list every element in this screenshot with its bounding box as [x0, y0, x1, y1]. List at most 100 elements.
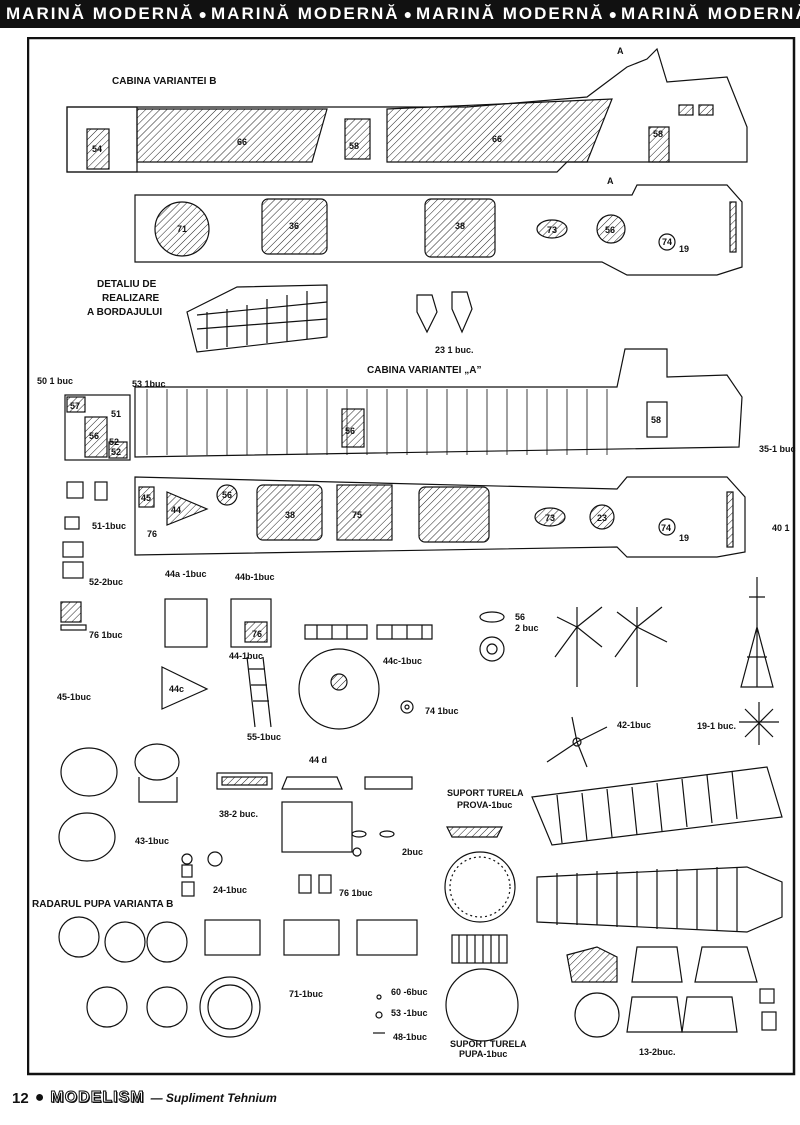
- part-label: 38: [455, 221, 465, 231]
- part-label: 51-1buc: [92, 521, 126, 531]
- part-label: 55-1buc: [247, 732, 281, 742]
- part-label: 74 1buc: [425, 706, 459, 716]
- part-label: 76: [147, 529, 157, 539]
- part-label: 74: [661, 523, 671, 533]
- part-label: 73: [547, 225, 557, 235]
- part-label: 38-2 buc.: [219, 809, 258, 819]
- banner-title-1: MARINĂ MODERNĂ: [6, 4, 195, 23]
- sheet-border: [27, 37, 796, 1076]
- part-label: 71-1buc: [289, 989, 323, 999]
- part-label: 73: [545, 513, 555, 523]
- part-label: 44c-1buc: [383, 656, 422, 666]
- part-label: 54: [92, 144, 102, 154]
- brand-logo-text: MODELISM: [50, 1089, 145, 1107]
- mast-tower: [740, 577, 774, 688]
- part-label: 58: [653, 129, 663, 139]
- part-label: 56: [89, 431, 99, 441]
- part-label: 48-1buc: [393, 1032, 427, 1042]
- part-label: 75: [352, 510, 362, 520]
- part-71: [199, 976, 261, 1038]
- part-label: 66: [237, 137, 247, 147]
- part-44a: [164, 598, 208, 648]
- part-58-a: [344, 118, 371, 160]
- hull-side-variant-b: [66, 47, 748, 173]
- mast-42: [554, 606, 603, 687]
- part-label: 60 -6buc: [391, 987, 428, 997]
- part-label: PUPA-1buc: [459, 1049, 507, 1059]
- part-label: DETALIU DE: [97, 279, 157, 290]
- label-cabin-variant-a: CABINA VARIANTEI „A”: [367, 365, 481, 376]
- part-label: 19: [679, 533, 689, 543]
- part-label: 45-1buc: [57, 692, 91, 702]
- part-label: 43-1buc: [135, 836, 169, 846]
- part-58-b: [648, 126, 670, 163]
- part-label: 56: [345, 426, 355, 436]
- part-label: SUPORT TURELA: [447, 788, 524, 798]
- part-label: A BORDAJULUI: [87, 307, 162, 318]
- part-label: 23 1 buc.: [435, 345, 474, 355]
- deckhouse-top: [536, 866, 783, 933]
- part-66-b: [386, 98, 613, 163]
- part-label: 44a -1buc: [165, 569, 207, 579]
- part-label: 42-1buc: [617, 720, 651, 730]
- part-label: A: [607, 176, 614, 186]
- part-label: 57: [70, 401, 80, 411]
- part-label: 52: [111, 447, 121, 457]
- part-label: 53 -1buc: [391, 1008, 428, 1018]
- part-label: 19-1 buc.: [697, 721, 736, 731]
- part-label: 74: [662, 237, 672, 247]
- bullet-icon: ●: [198, 6, 208, 22]
- bullet-icon: ●: [403, 6, 413, 22]
- part-label: 44 d: [309, 755, 327, 765]
- banner-title-3: MARINĂ MODERNĂ: [416, 4, 605, 23]
- part-54: [86, 128, 110, 170]
- model-plan-drawing: CABINA VARIANTEI B A A 66 66 54 58 58 71…: [27, 37, 796, 1076]
- part-label: 13-2buc.: [639, 1047, 676, 1057]
- part-label: 36: [289, 221, 299, 231]
- hull-side-variant-a: [134, 348, 743, 458]
- part-label: 45: [141, 493, 151, 503]
- part-label: 76: [252, 629, 262, 639]
- part-label: REALIZARE: [102, 293, 160, 304]
- part-label: A: [617, 46, 624, 56]
- bow-turret-support: [444, 851, 516, 923]
- deck-variant-b: [134, 184, 743, 276]
- bullet-icon: ●: [608, 6, 618, 22]
- part-label: 52-2buc: [89, 577, 123, 587]
- banner-title-2: MARINĂ MODERNĂ: [211, 4, 400, 23]
- part-label: 2buc: [402, 847, 423, 857]
- page-number: 12: [12, 1089, 29, 1107]
- part-label: 51: [111, 409, 121, 419]
- part-label: 44c: [169, 684, 184, 694]
- bullet-icon: ●: [34, 1089, 45, 1106]
- part-label: PROVA-1buc: [457, 800, 512, 810]
- stern-turret-support: [445, 968, 519, 1042]
- label-radar-stern: RADARUL PUPA VARIANTA B: [32, 899, 173, 910]
- part-label: 2 buc: [515, 623, 539, 633]
- part-label: 71: [177, 224, 187, 234]
- part-label: 44: [171, 505, 181, 515]
- deckhouse-side: [531, 766, 783, 846]
- bulwark-detail: [186, 284, 328, 353]
- supplement-label: — Supliment Tehnium: [150, 1091, 277, 1105]
- part-label: 19: [679, 244, 689, 254]
- part-label: 40 1: [772, 523, 790, 533]
- circular-deck-part: [298, 648, 380, 730]
- part-label: 58: [349, 141, 359, 151]
- part-label: 44-1buc: [229, 651, 263, 661]
- part-label: 53 1buc: [132, 379, 166, 389]
- part-label: 52: [109, 437, 119, 447]
- part-label: 56: [515, 612, 525, 622]
- part-label: 44b-1buc: [235, 572, 275, 582]
- part-label: 23: [597, 513, 607, 523]
- part-66-a: [136, 108, 328, 163]
- plan-sheet: CABINA VARIANTEI B A A 66 66 54 58 58 71…: [27, 37, 797, 1077]
- label-cabin-variant-b: CABINA VARIANTEI B: [112, 76, 216, 87]
- part-label: 56: [222, 490, 232, 500]
- part-label: 58: [651, 415, 661, 425]
- part-label: SUPORT TURELA: [450, 1039, 527, 1049]
- banner-title-4: MARINĂ MODERNĂ: [621, 4, 800, 23]
- part-label: 35-1 buc: [759, 444, 796, 454]
- part-label: 76 1buc: [89, 630, 123, 640]
- page-footer: 12 ● MODELISM — Supliment Tehnium: [12, 1088, 277, 1108]
